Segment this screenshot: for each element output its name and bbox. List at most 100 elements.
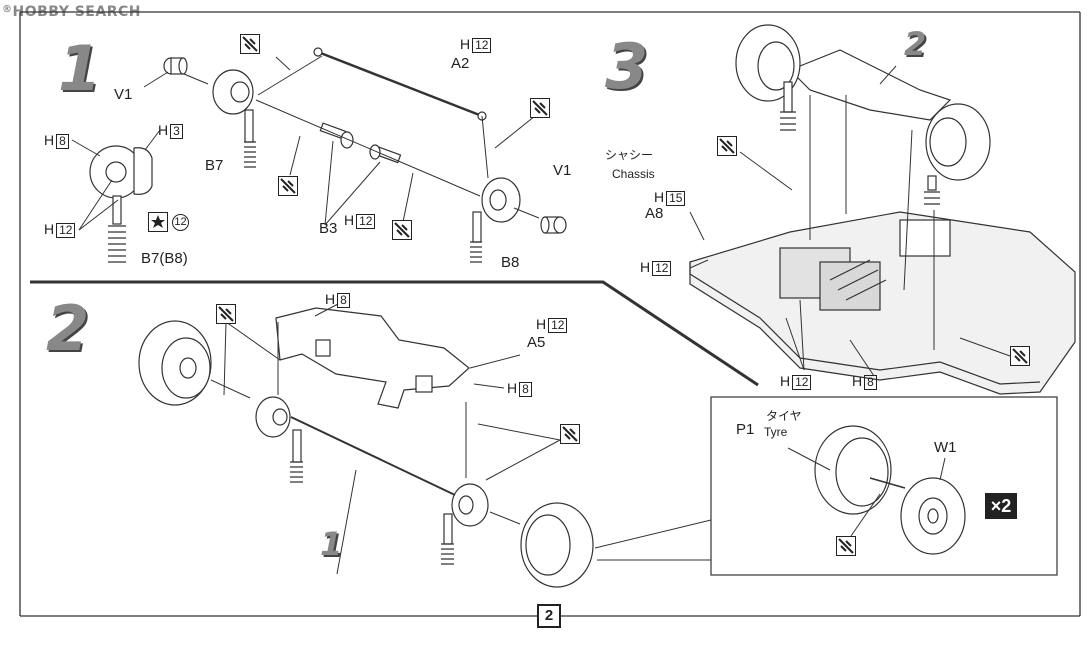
hex-size: 8 [519, 382, 532, 397]
detail-spring [108, 225, 126, 263]
axle-line [255, 99, 481, 197]
arrow-tyre-to-hub-right [489, 511, 521, 525]
part-b7-spring [244, 141, 256, 168]
label-b3: B3 [319, 220, 338, 237]
part-b3-pin-b-head [369, 144, 381, 160]
step-number-3: 3 [605, 30, 649, 103]
section-divider [30, 280, 759, 387]
leader-glue-7 [739, 151, 793, 191]
glue-icon [216, 304, 236, 324]
label-b8: B8 [501, 254, 520, 271]
hex-prefix: H [44, 221, 55, 237]
leader-h12-chassis-b [799, 299, 805, 371]
step3-callout-2: 2 [904, 25, 927, 63]
hex-prefix: H [654, 189, 665, 205]
leader-h12-a8 [689, 259, 709, 269]
hex-size: 15 [666, 191, 686, 206]
part-b7-post [244, 109, 254, 143]
hex-prefix: H [44, 132, 55, 148]
part-a2-bar [317, 50, 483, 118]
step2-post-left [292, 429, 302, 463]
hex-prefix: H [780, 373, 791, 389]
step2-post-right [443, 513, 453, 545]
leader-glue-1 [275, 56, 291, 71]
step-number-1: 1 [58, 32, 102, 105]
detail-post [112, 195, 122, 225]
label-v1-left: V1 [114, 86, 133, 103]
arrow-v1-to-b7 [183, 73, 209, 85]
leader-glue-5b [223, 321, 227, 396]
watermark-registered-mark: ® [2, 4, 13, 15]
step2-spring-right [441, 543, 454, 565]
detail-wheel-w1-hub [927, 508, 939, 524]
leader-a5 [469, 354, 521, 369]
part-b3-pin-a-head [340, 131, 354, 149]
glue-icon [240, 34, 260, 54]
part-v1-right-end [540, 216, 550, 234]
arrow-w1-into-p1 [869, 477, 906, 489]
label-a2: A2 [451, 55, 470, 72]
chassis-lower-edge [689, 262, 1041, 385]
hex-size: 12 [356, 214, 376, 229]
step2-parts [138, 307, 594, 588]
paint-callout-number: 12 [172, 214, 189, 231]
leader-h12-detail-b [78, 199, 119, 231]
hex-prefix: H [640, 259, 651, 275]
label-b7: B7 [205, 157, 224, 174]
step2-axle [290, 416, 456, 496]
hex-prefix: H [325, 291, 336, 307]
step2-leaders [210, 303, 561, 575]
leader-a8 [689, 211, 705, 241]
step2-hub-right-center [458, 495, 474, 515]
label-a8: A8 [645, 205, 664, 222]
part-a5-mount-left [315, 339, 331, 357]
step3-post-right [927, 175, 937, 191]
leader-h8-a5b [473, 383, 505, 389]
leader-b3-a [324, 140, 334, 226]
callout-line-top [594, 519, 712, 549]
label-p1: P1 [736, 421, 755, 438]
hex-size: 12 [56, 223, 76, 238]
step2-hub-left-center [272, 408, 288, 426]
hex-size: 3 [170, 124, 183, 139]
glue-icon [836, 536, 856, 556]
detail-hub-center [105, 161, 127, 183]
part-v1-right-face [553, 216, 567, 234]
leader-h12-detail [78, 179, 113, 231]
part-b8-spring [470, 241, 482, 263]
leader-p1 [787, 447, 831, 471]
hex-prefix: H [852, 373, 863, 389]
detail-tyre-p1-inner [835, 437, 889, 507]
step2-wheel-left-hub [179, 357, 197, 379]
step-number-2: 2 [46, 292, 90, 365]
label-a5: A5 [527, 334, 546, 351]
glue-icon [392, 220, 412, 240]
part-a5-mount-right [415, 375, 433, 393]
step3-wheel-front [757, 41, 795, 91]
hex-size: 12 [472, 38, 492, 53]
step3-post-left [783, 81, 793, 113]
part-b7-hub-center [230, 81, 250, 103]
step2-callout-1: 1 [320, 525, 343, 563]
paint-star-icon [148, 212, 168, 232]
chassis-rear-block [899, 219, 951, 257]
leader-glue-6b [485, 439, 561, 481]
glue-icon [530, 98, 550, 118]
glue-icon [560, 424, 580, 444]
step3-axle-assembly [788, 49, 952, 121]
hex-size: 12 [652, 261, 672, 276]
leader-glue-4 [402, 172, 414, 223]
label-tyre-en: Tyre [764, 425, 788, 439]
leader-glue-6 [477, 423, 561, 441]
hex-size: 8 [337, 293, 350, 308]
chassis-body [689, 211, 1076, 395]
detail-b7-bracket [133, 147, 153, 195]
leader-glue-8 [959, 337, 1011, 357]
